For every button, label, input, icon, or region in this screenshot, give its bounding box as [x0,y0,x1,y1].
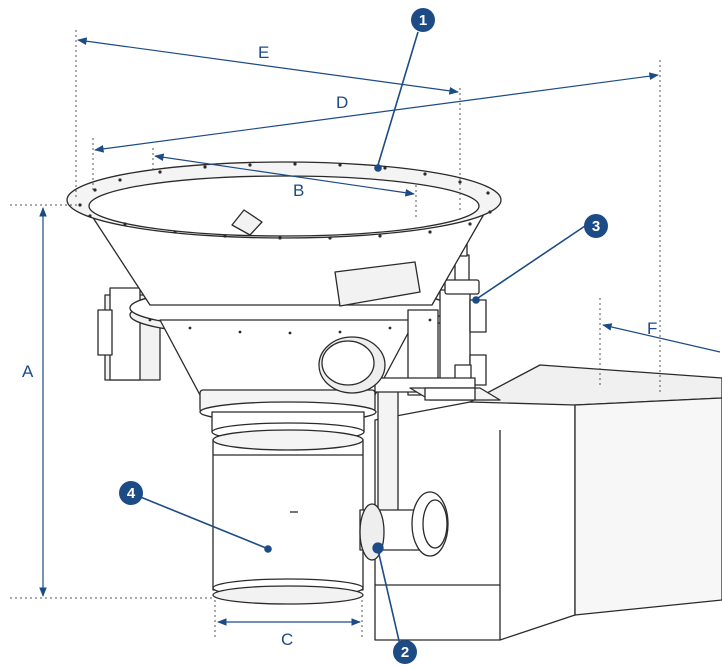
callout-4-label: 4 [127,485,136,502]
callout-3: 3 [584,214,608,238]
callout-1-label: 1 [419,12,427,29]
callout-2-label: 2 [401,644,409,661]
dim-label-d: D [336,93,348,112]
callout-leaders [137,31,586,646]
dim-label-a: A [22,362,34,381]
top-flange [66,161,502,239]
dimension-labels: E D B A C F [22,43,657,649]
side-box [374,364,722,641]
callout-2: 2 [393,640,417,664]
dim-label-b: B [293,181,304,200]
dim-label-f: F [647,319,657,338]
dim-label-c: C [281,630,293,649]
callout-1: 1 [411,8,435,32]
cone-port [318,336,386,394]
dim-label-e: E [258,43,269,62]
cylinder-body [212,429,364,605]
dimension-lines [10,30,721,640]
callout-4: 4 [119,481,143,505]
dim-line-b [154,153,415,197]
side-pipe [359,389,449,561]
dim-line-d [94,72,659,153]
dim-line-f [602,323,721,353]
callout-3-label: 3 [592,218,600,235]
neck-rings [199,389,377,442]
machine-drawing [66,161,722,641]
